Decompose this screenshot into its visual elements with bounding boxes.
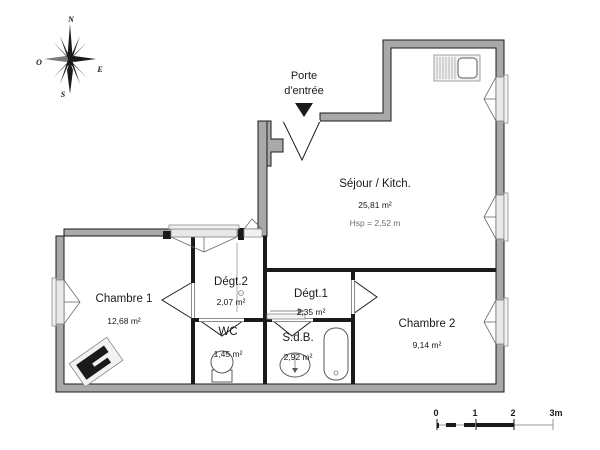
door-chambre1-degt2 bbox=[161, 282, 195, 319]
window-sejour-right-upper bbox=[483, 74, 509, 124]
room-name: S.d.B. bbox=[282, 332, 313, 344]
room-name: Chambre 1 bbox=[96, 293, 153, 305]
scale-tick-1: 1 bbox=[472, 408, 477, 418]
room-label-sejour-kitchen: Séjour / Kitch. 25,81 m² Hsp = 2,52 m bbox=[339, 178, 411, 228]
compass-star-icon bbox=[44, 24, 96, 94]
entrance-door bbox=[282, 120, 321, 162]
entrance-label-line1: Porte bbox=[291, 70, 317, 82]
scale-bar: 0 1 2 3m bbox=[433, 408, 563, 430]
entrance-label-line2: d'entrée bbox=[284, 85, 323, 97]
wall-interior-chambre2 bbox=[351, 268, 355, 384]
compass-rose: N E S O bbox=[36, 15, 103, 99]
room-label-degagement-2: Dégt.2 2,07 m² bbox=[214, 276, 248, 307]
bathtub bbox=[323, 327, 349, 381]
scale-tick-0: 0 bbox=[433, 408, 438, 418]
chambre1-furniture bbox=[68, 336, 124, 388]
window-sejour-right-lower bbox=[483, 192, 509, 242]
door-degt1-chambre2 bbox=[351, 279, 378, 315]
room-area: 25,81 m² bbox=[358, 200, 392, 210]
wall-interior-central bbox=[263, 236, 267, 384]
compass-label-north: N bbox=[67, 15, 75, 24]
down-arrow-icon bbox=[295, 103, 313, 117]
scale-tick-2: 2 bbox=[510, 408, 515, 418]
room-label-wc: WC 1,45 m² bbox=[214, 326, 243, 359]
scale-tick-3: 3m bbox=[549, 408, 562, 418]
room-name: Séjour / Kitch. bbox=[339, 178, 411, 190]
room-area: 9,14 m² bbox=[413, 340, 442, 350]
door-degt1-sdb bbox=[271, 318, 314, 337]
room-label-chambre-1: Chambre 1 12,68 m² bbox=[96, 293, 153, 326]
room-label-chambre-2: Chambre 2 9,14 m² bbox=[399, 318, 456, 350]
kitchen-sink bbox=[433, 54, 481, 82]
door-degt2-sejour bbox=[243, 218, 263, 238]
room-area: 2,92 m² bbox=[284, 352, 313, 362]
door-degt2-wc bbox=[198, 318, 245, 337]
window-chambre1-left bbox=[51, 277, 81, 327]
room-area: 2,35 m² bbox=[297, 307, 326, 317]
wall-interior-degt1-top bbox=[267, 268, 496, 272]
room-name: Dégt.1 bbox=[294, 288, 328, 300]
doorway-degt1 bbox=[266, 308, 306, 320]
room-area: 12,68 m² bbox=[107, 316, 141, 326]
room-area: 2,07 m² bbox=[217, 297, 246, 307]
compass-label-west: O bbox=[36, 58, 42, 67]
room-name: Chambre 2 bbox=[399, 318, 456, 330]
degt2-closet bbox=[236, 243, 244, 312]
room-name: Dégt.2 bbox=[214, 276, 248, 288]
room-area: 1,45 m² bbox=[214, 349, 243, 359]
compass-label-south: S bbox=[61, 90, 66, 99]
window-chambre1-top bbox=[168, 224, 240, 253]
room-label-degagement-1: Dégt.1 2,35 m² bbox=[294, 288, 328, 317]
room-name: WC bbox=[218, 326, 237, 338]
room-label-salle-de-bain: S.d.B. 2,92 m² bbox=[282, 332, 313, 362]
window-chambre2-right bbox=[483, 297, 509, 347]
sdb-sink bbox=[279, 352, 311, 378]
room-height: Hsp = 2,52 m bbox=[350, 218, 401, 228]
compass-label-east: E bbox=[96, 65, 102, 74]
sink-drainboard bbox=[436, 57, 456, 79]
entrance-annotation: Porte d'entrée bbox=[284, 70, 324, 117]
wc-toilet bbox=[210, 350, 234, 383]
